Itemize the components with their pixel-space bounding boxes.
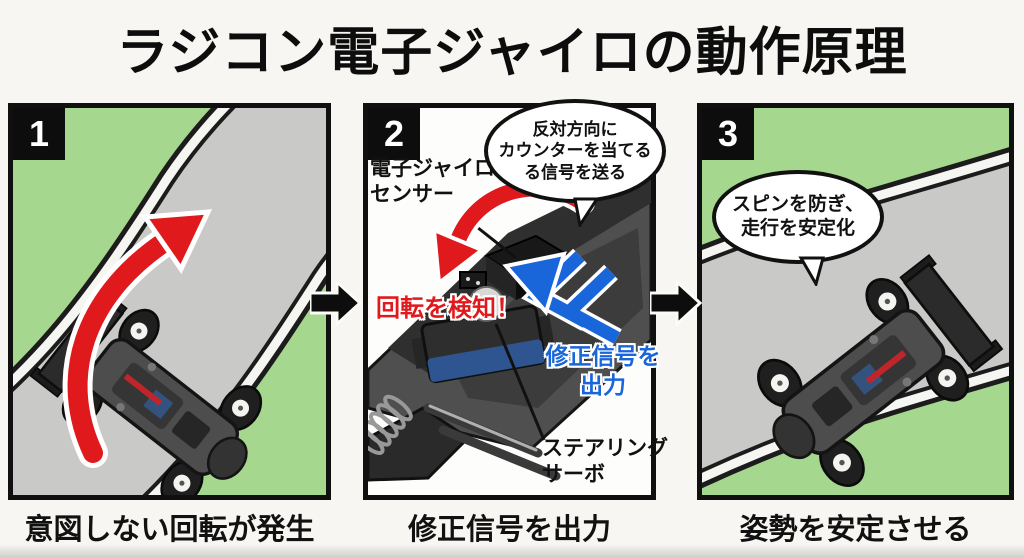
speech-bubble-tail xyxy=(798,256,825,286)
flow-arrow-icon xyxy=(650,280,702,326)
track-scene-stable xyxy=(702,108,1009,495)
servo-leader-line xyxy=(494,323,546,441)
flow-arrow-icon xyxy=(310,280,362,326)
bubble-line: 反対方向に xyxy=(532,120,618,140)
step1-caption: 意図しない回転が発生 xyxy=(24,514,315,546)
correction-signal-label-line: 修正信号を xyxy=(545,343,661,369)
gyro-sensor-label-line: 電子ジャイロ xyxy=(370,157,495,180)
gyro-sensor-label-line: センサー xyxy=(370,183,454,207)
bubble-line: る信号を送る xyxy=(524,162,626,182)
speech-bubble-counter-signal: 反対方向に カウンターを当てる る信号を送る xyxy=(484,99,666,203)
panel-step-3: 3 xyxy=(697,103,1014,500)
correction-signal-chevrons-icon xyxy=(502,248,622,347)
steering-servo-label-line: ステアリング xyxy=(542,437,668,460)
correction-signal-label: 修正信号を 出力 xyxy=(541,342,665,400)
race-track-curve xyxy=(702,147,1009,489)
bottom-shadow xyxy=(0,544,1024,558)
rotation-detected-label: 回転を検知！ xyxy=(376,295,520,322)
step-number-badge: 1 xyxy=(13,108,65,160)
steering-servo-label-line: サーボ xyxy=(542,463,605,487)
race-track-curve xyxy=(13,108,326,495)
rotation-arrow-icon xyxy=(62,209,213,468)
speech-bubble-stabilize: スピンを防ぎ、 走行を安定化 xyxy=(712,170,884,264)
step-number-badge: 2 xyxy=(368,108,420,160)
gyro-sensor-label: 電子ジャイロ センサー xyxy=(370,156,495,209)
speech-bubble-tail xyxy=(573,197,600,227)
step-number-badge: 3 xyxy=(702,108,754,160)
bubble-line: カウンターを当てる xyxy=(498,141,652,161)
panel-step-2: 2 xyxy=(363,103,656,500)
suspension-arm xyxy=(368,394,561,482)
bubble-line: スピンを防ぎ、 xyxy=(731,194,865,216)
steering-servo-box xyxy=(411,285,555,384)
step2-caption: 修正信号を出力 xyxy=(407,514,611,546)
steering-servo-label: ステアリング サーボ xyxy=(542,436,668,489)
track-scene-oversteer xyxy=(13,108,326,495)
step3-caption: 姿勢を安定させる xyxy=(739,514,972,546)
panel-step-1: 1 xyxy=(8,103,331,500)
page-title: ラジコン電子ジャイロの動作原理 xyxy=(116,24,908,82)
correction-signal-label-line: 出力 xyxy=(580,371,626,398)
bubble-line: 走行を安定化 xyxy=(740,218,855,239)
